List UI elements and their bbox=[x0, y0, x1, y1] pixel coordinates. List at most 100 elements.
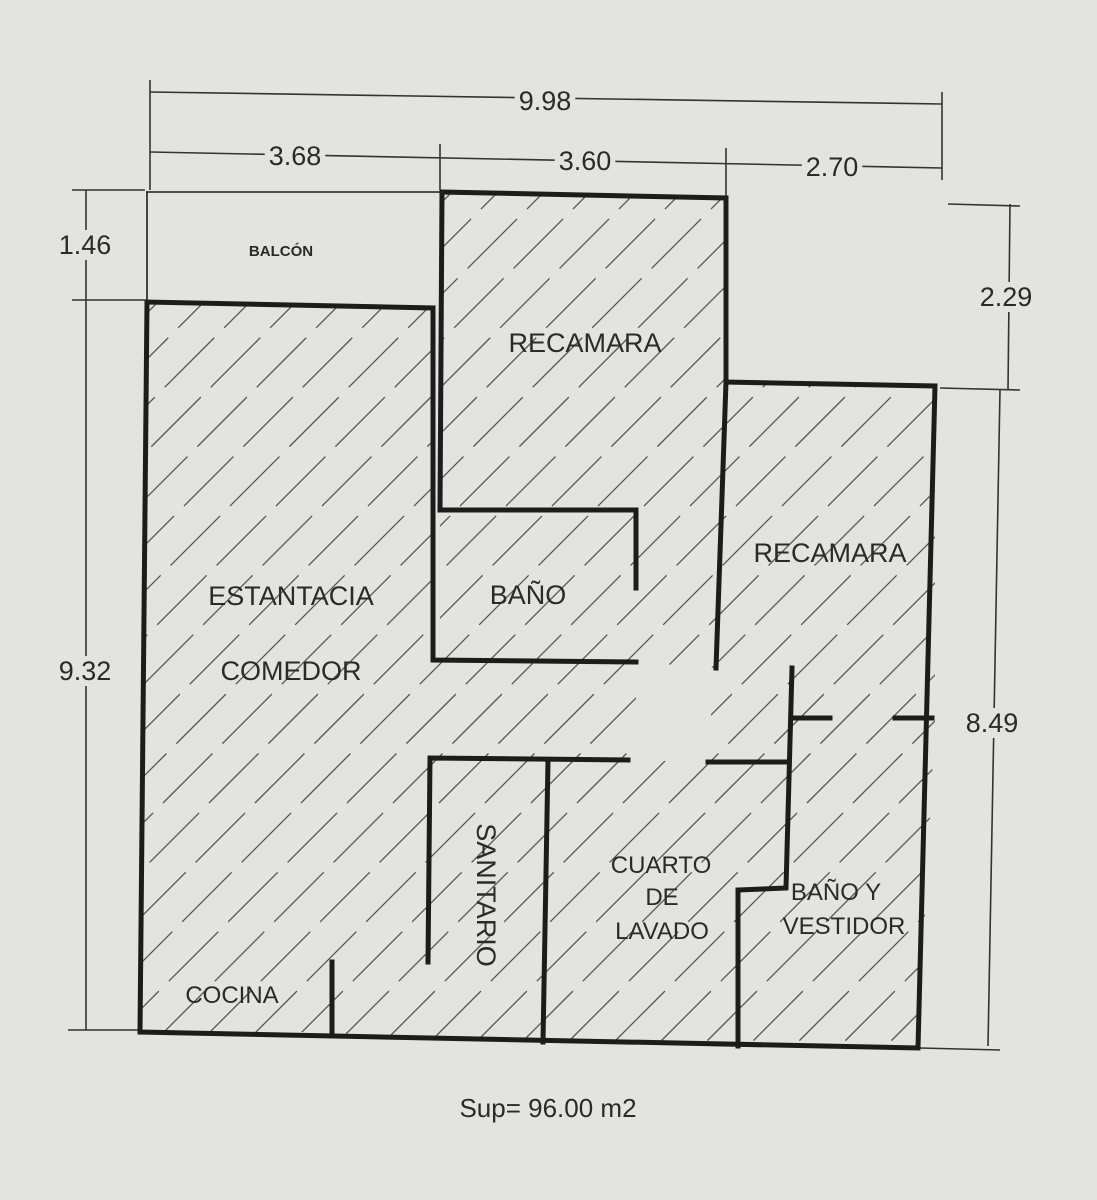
hatch-line bbox=[187, 302, 636, 1032]
hatch-line bbox=[440, 192, 726, 668]
dim-total-width: 9.98 bbox=[519, 86, 572, 116]
dim-label-bg bbox=[801, 152, 863, 182]
hatch-bano bbox=[0, 100, 1097, 1100]
hatch-line bbox=[140, 302, 636, 1032]
dim-label-bg bbox=[961, 708, 1023, 738]
room-cuarto-line-1: CUARTO bbox=[611, 852, 711, 879]
hatch-line bbox=[878, 100, 1097, 1100]
hatch-line bbox=[1016, 100, 1097, 1100]
hatch-line bbox=[601, 760, 786, 1046]
hatch-line bbox=[440, 510, 636, 660]
hatch-line bbox=[924, 100, 1097, 1100]
hatch-line bbox=[878, 100, 1097, 1100]
room-cuarto-line-2: DE bbox=[645, 884, 678, 911]
hatch-line bbox=[440, 510, 636, 660]
hatch-line bbox=[440, 510, 636, 660]
room-cocina: COCINA bbox=[185, 982, 278, 1009]
hatch-line bbox=[0, 100, 38, 1100]
hatch-line bbox=[440, 192, 683, 668]
hatch-line bbox=[706, 382, 935, 1048]
hatch-line bbox=[706, 382, 935, 1048]
hatch-line bbox=[694, 100, 1097, 1100]
room-recamara-2: RECAMARA bbox=[753, 538, 906, 568]
hatch-line bbox=[694, 100, 1097, 1100]
dim-right-offset: 2.29 bbox=[980, 282, 1033, 312]
hatch-line bbox=[440, 192, 726, 668]
hatch-line bbox=[786, 100, 1097, 1100]
room-bano: BAÑO bbox=[490, 579, 567, 610]
hatch-line bbox=[877, 382, 935, 1048]
hatch-line bbox=[440, 192, 637, 668]
room-sanitario: SANITARIO bbox=[471, 823, 501, 967]
hatch-line bbox=[924, 100, 1097, 1100]
room-bano-vestidor-line-1: BAÑO Y bbox=[791, 879, 881, 906]
dim-balcony-depth: 1.46 bbox=[59, 230, 112, 260]
dim-width-2: 3.60 bbox=[559, 146, 612, 176]
hatch-line bbox=[1062, 100, 1097, 1100]
dim-label-bg bbox=[975, 282, 1037, 312]
hatch-line bbox=[543, 760, 786, 1046]
hatch-line bbox=[555, 760, 786, 1046]
hatch-line bbox=[706, 382, 935, 1048]
room-estancia: ESTANTACIA bbox=[208, 581, 374, 611]
hatch-line bbox=[785, 382, 935, 1048]
hatch-line bbox=[924, 100, 1097, 1100]
hatch-line bbox=[1016, 100, 1097, 1100]
hatch-line bbox=[739, 382, 935, 1048]
hatch-line bbox=[706, 382, 775, 1048]
hatch-line bbox=[1016, 100, 1097, 1100]
hatch-line bbox=[693, 760, 786, 1046]
dim-label-bg bbox=[54, 656, 116, 686]
hatch-line bbox=[233, 302, 636, 1032]
hatch-line bbox=[440, 192, 726, 668]
hatch-line bbox=[706, 382, 913, 1048]
hatch-line bbox=[0, 100, 38, 1100]
hatch-line bbox=[543, 760, 786, 1046]
hatch-line bbox=[332, 758, 548, 1042]
hatch-line bbox=[0, 100, 38, 1100]
hatch-line bbox=[440, 510, 636, 660]
hatch-line bbox=[440, 510, 636, 660]
hatch-line bbox=[543, 760, 775, 1046]
dim-label-bg bbox=[54, 230, 116, 260]
hatch-line bbox=[140, 302, 636, 1032]
hatch-line bbox=[878, 100, 1097, 1100]
hatch-line bbox=[785, 760, 786, 1046]
hatch-line bbox=[601, 302, 636, 1032]
hatch-line bbox=[706, 382, 935, 1048]
hatch-line bbox=[924, 100, 1097, 1100]
hatch-line bbox=[706, 382, 935, 1048]
hatch-line bbox=[1016, 100, 1097, 1100]
hatch-line bbox=[332, 758, 548, 1042]
hatch-line bbox=[1016, 100, 1097, 1100]
hatch-line bbox=[543, 760, 786, 1046]
hatch-line bbox=[543, 760, 786, 1046]
hatch-line bbox=[0, 100, 38, 1100]
hatch-line bbox=[1062, 100, 1097, 1100]
hatch-line bbox=[1016, 100, 1097, 1100]
hatch-line bbox=[706, 382, 821, 1048]
hatch-line bbox=[602, 100, 1097, 1100]
hatch-line bbox=[878, 100, 1097, 1100]
hatch-line bbox=[878, 100, 1097, 1100]
hatch-line bbox=[140, 302, 636, 1032]
hatch-line bbox=[601, 192, 726, 668]
room-recamara-1: RECAMARA bbox=[508, 328, 661, 358]
hatch-line bbox=[1062, 100, 1097, 1100]
hatch-line bbox=[440, 192, 726, 668]
dim-right-depth: 8.49 bbox=[966, 708, 1019, 738]
dim-width-1: 3.68 bbox=[269, 141, 322, 171]
hatch-line bbox=[1062, 100, 1097, 1100]
hatch-line bbox=[440, 192, 726, 668]
hatch-line bbox=[601, 510, 636, 660]
room-balcon: BALCÓN bbox=[249, 242, 313, 260]
dim-width-3: 2.70 bbox=[806, 152, 859, 182]
hatch-line bbox=[693, 192, 726, 668]
hatch-line bbox=[371, 758, 548, 1042]
hatch-line bbox=[923, 382, 935, 1048]
hatch-line bbox=[706, 382, 935, 1048]
dim-label-bg bbox=[514, 86, 576, 116]
hatch-line bbox=[694, 100, 1097, 1100]
hatch-line bbox=[0, 100, 38, 1100]
